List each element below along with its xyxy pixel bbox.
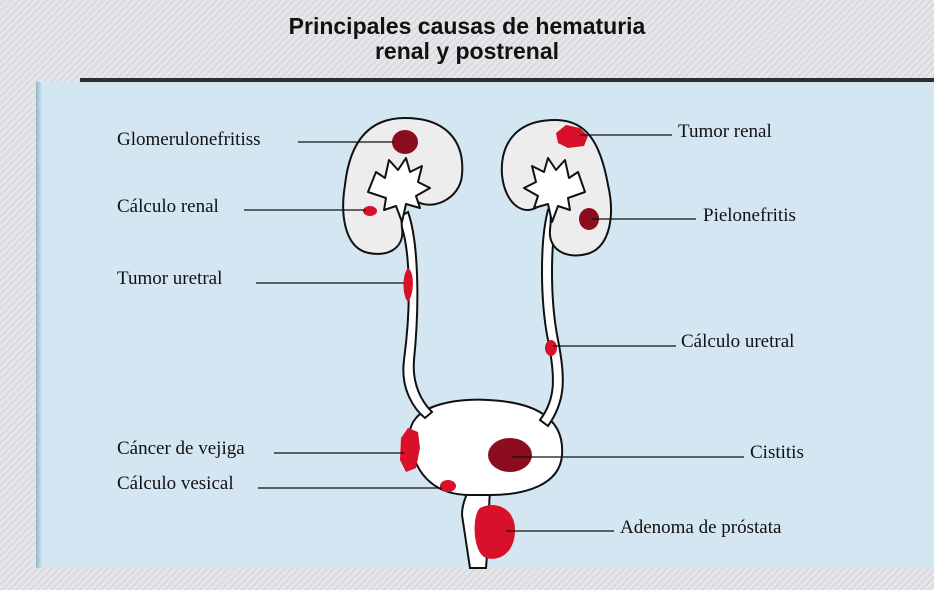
label-cistitis: Cistitis bbox=[750, 442, 804, 464]
adenoma-prostata-lesion bbox=[475, 505, 515, 559]
label-adenoma-prostata: Adenoma de próstata bbox=[620, 517, 781, 539]
calculo-uretral-lesion bbox=[545, 340, 557, 356]
label-cancer-vejiga: Cáncer de vejiga bbox=[117, 438, 245, 460]
label-calculo-renal: Cálculo renal bbox=[117, 196, 219, 218]
label-pielonefritis: Pielonefritis bbox=[703, 205, 796, 227]
calculo-renal-lesion bbox=[363, 206, 377, 216]
bladder bbox=[410, 400, 563, 495]
label-tumor-uretral: Tumor uretral bbox=[117, 268, 222, 290]
label-calculo-uretral: Cálculo uretral bbox=[681, 331, 794, 353]
glomerulonefritis-lesion bbox=[392, 130, 418, 154]
calculo-vesical-lesion bbox=[440, 480, 456, 492]
label-glomerulonefritis: Glomerulonefritiss bbox=[117, 129, 261, 151]
label-tumor-renal: Tumor renal bbox=[678, 121, 772, 143]
left-ureter bbox=[398, 212, 432, 418]
label-calculo-vesical: Cálculo vesical bbox=[117, 473, 234, 495]
cistitis-lesion bbox=[488, 438, 532, 472]
